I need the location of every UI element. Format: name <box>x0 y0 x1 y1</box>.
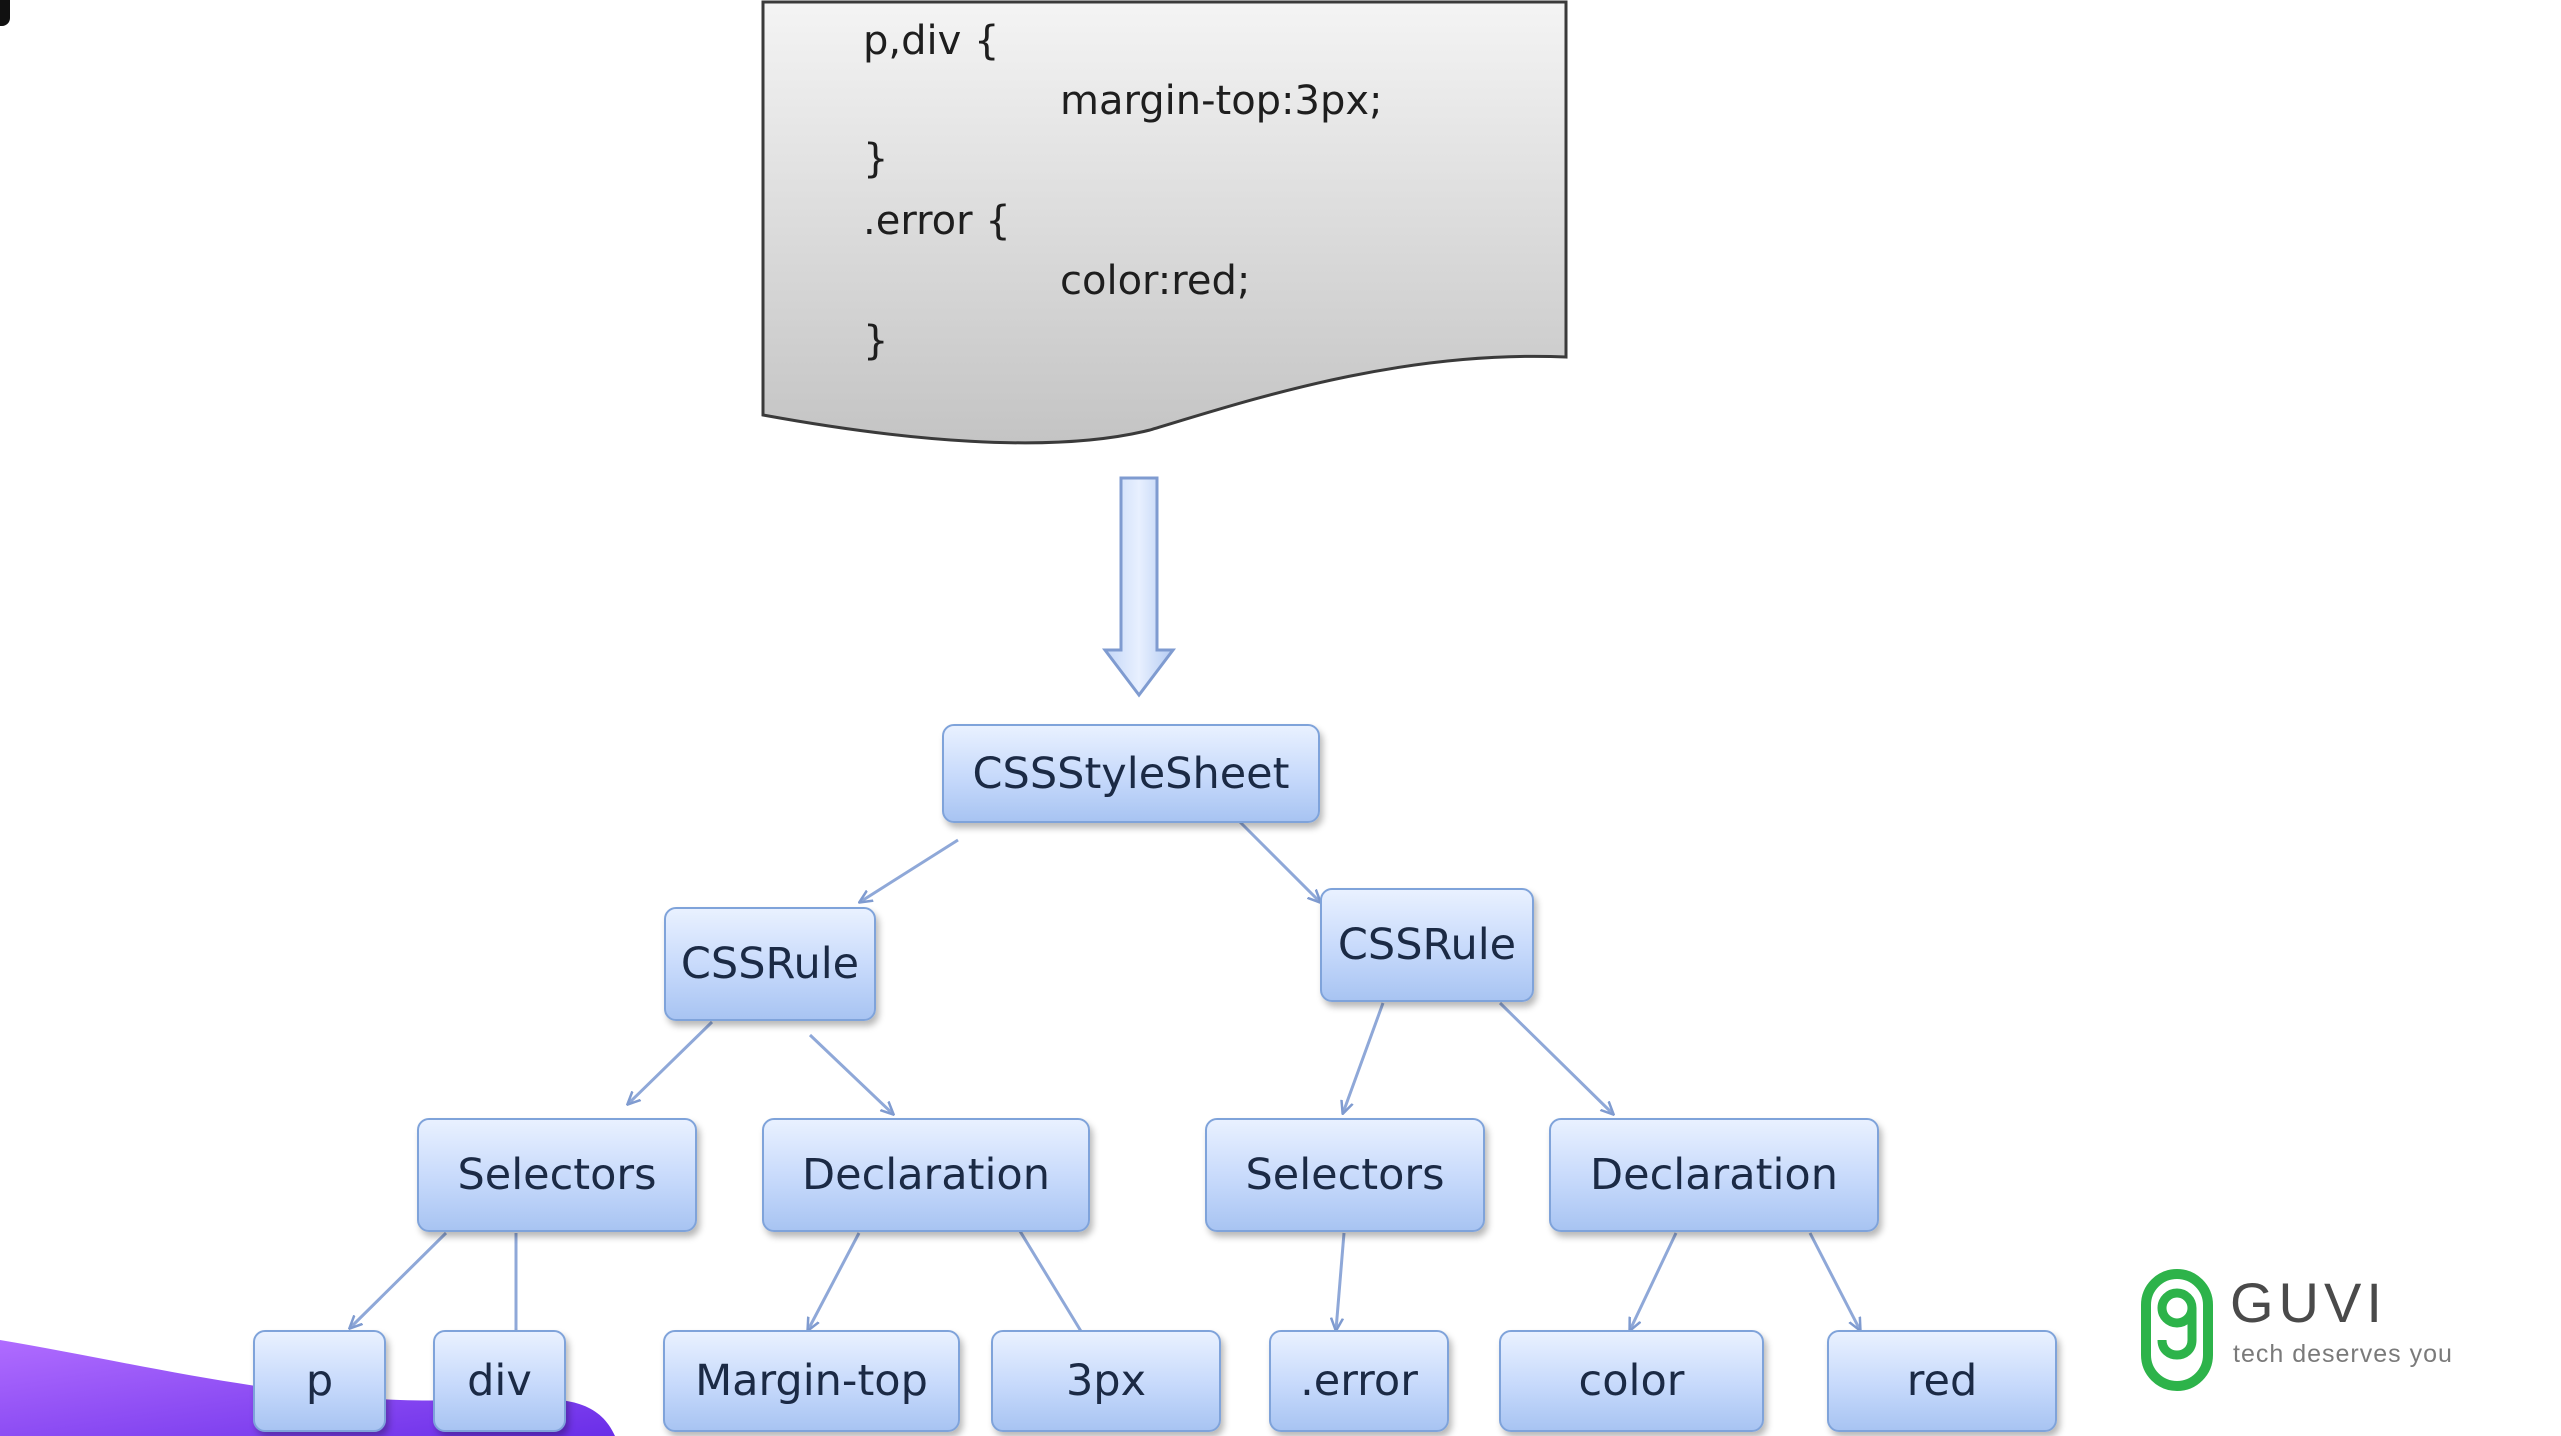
edge-selectors2-to-error <box>1336 1232 1346 1330</box>
node-leaf-color: color <box>1499 1330 1764 1432</box>
node-selectors-1: Selectors <box>417 1118 697 1232</box>
edge-root-to-rule1 <box>860 838 959 902</box>
edge-declaration2-to-red <box>1808 1232 1860 1330</box>
node-cssrule-2: CSSRule <box>1320 888 1534 1002</box>
code-document-shape <box>761 0 1568 445</box>
node-declaration-2: Declaration <box>1549 1118 1879 1232</box>
code-line: } <box>863 136 889 182</box>
corner-mark <box>0 0 10 26</box>
edge-rule1-to-declaration <box>808 1033 893 1114</box>
code-line: .error { <box>863 198 1011 244</box>
node-leaf-p: p <box>253 1330 386 1432</box>
node-leaf-red: red <box>1827 1330 2057 1432</box>
node-cssstylesheet: CSSStyleSheet <box>942 724 1320 823</box>
edge-root-to-rule2 <box>1238 820 1320 902</box>
guvi-logo: GUVI tech deserves you <box>2140 1268 2500 1398</box>
tree-edges <box>350 820 1860 1346</box>
node-declaration-1: Declaration <box>762 1118 1090 1232</box>
code-line: margin-top:3px; <box>1060 78 1383 124</box>
node-leaf-error: .error <box>1269 1330 1449 1432</box>
edge-declaration1-to-3px <box>1010 1217 1090 1346</box>
edge-selectors1-to-p <box>350 1231 448 1328</box>
node-selectors-2: Selectors <box>1205 1118 1485 1232</box>
node-leaf-margin-top: Margin-top <box>663 1330 960 1432</box>
code-line: color:red; <box>1060 258 1251 304</box>
guvi-logo-tagline: tech deserves you <box>2233 1340 2453 1368</box>
node-cssrule-1: CSSRule <box>664 907 876 1021</box>
code-line: p,div { <box>863 18 1000 64</box>
edge-rule2-to-declaration <box>1498 1001 1613 1114</box>
guvi-logo-name: GUVI <box>2230 1271 2387 1334</box>
guvi-logo-icon <box>2141 1269 2213 1391</box>
node-leaf-div: div <box>433 1330 566 1432</box>
big-down-arrow <box>1101 476 1177 698</box>
code-line: } <box>863 318 889 364</box>
edge-rule2-to-selectors <box>1343 1002 1385 1113</box>
edge-rule1-to-selectors <box>628 1020 714 1104</box>
node-leaf-3px: 3px <box>991 1330 1221 1432</box>
edge-declaration1-to-margin-top <box>808 1232 861 1330</box>
edge-declaration2-to-color <box>1630 1232 1678 1330</box>
